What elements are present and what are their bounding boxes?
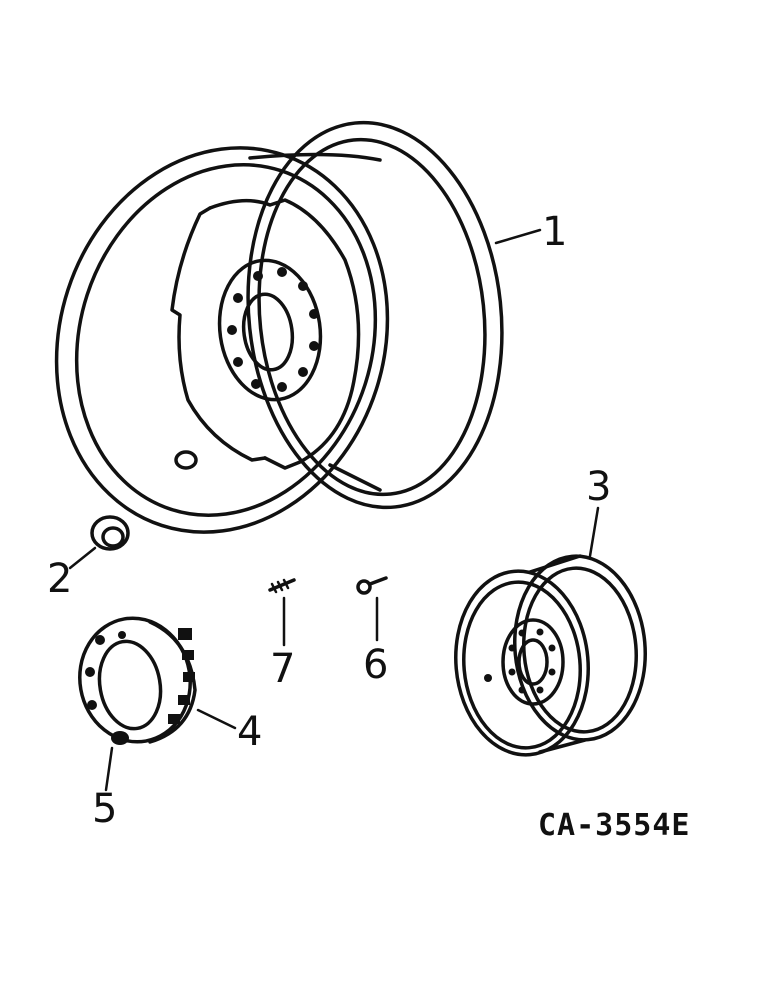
wheel-stud	[268, 578, 296, 647]
callout-3: 3	[586, 464, 611, 510]
callout-7: 7	[270, 646, 295, 692]
callout-2: 2	[47, 556, 72, 602]
cap-plug	[68, 515, 130, 570]
callout-6: 6	[363, 642, 388, 688]
wheel-bolt	[356, 576, 388, 642]
wheel-weight	[78, 616, 237, 744]
weight-bolt	[104, 731, 129, 792]
callout-1: 1	[542, 209, 567, 255]
drawing-code: CA-3554E	[538, 808, 691, 843]
large-wheel-rim	[54, 120, 542, 534]
callout-4: 4	[237, 709, 262, 755]
callout-5: 5	[92, 786, 117, 832]
small-wheel-rim	[454, 506, 647, 757]
